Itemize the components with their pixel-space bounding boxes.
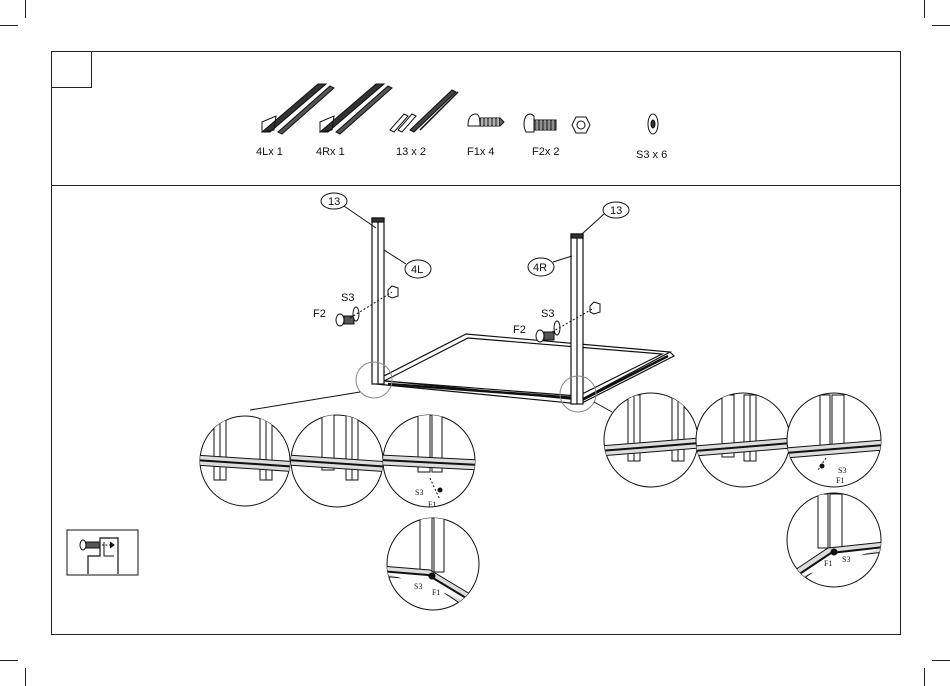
bolt-f2-icon bbox=[524, 114, 556, 132]
callout-4r: 4R bbox=[533, 262, 547, 274]
part-bracket-13 bbox=[390, 90, 458, 132]
detail-circle-8: F1 S3 bbox=[786, 493, 884, 587]
washer-s3-icon bbox=[648, 114, 658, 134]
screw-inset bbox=[67, 530, 138, 575]
detail-circle-3: S3 F1 bbox=[380, 410, 480, 509]
part-rail-4r bbox=[320, 84, 392, 134]
detail-circle-2 bbox=[287, 410, 392, 507]
callout-13-right: 13 bbox=[610, 205, 622, 217]
detail-circle-4: S3 F1 bbox=[380, 512, 480, 610]
nut-icon bbox=[572, 117, 590, 133]
callout-s3-left: S3 bbox=[341, 292, 354, 304]
detail-circle-5 bbox=[600, 393, 700, 487]
detail-circle-6 bbox=[694, 393, 792, 487]
detail-s3-c: S3 bbox=[838, 466, 846, 475]
detail-s3-b: S3 bbox=[414, 582, 422, 591]
detail-s3-a: S3 bbox=[415, 488, 423, 497]
detail-s3-d: S3 bbox=[842, 555, 850, 564]
detail-f1-d: F1 bbox=[824, 559, 832, 568]
callout-13-left: 13 bbox=[328, 196, 340, 208]
post-4r bbox=[571, 234, 583, 404]
detail-f1-c: F1 bbox=[836, 476, 844, 485]
callout-f2-right: F2 bbox=[513, 324, 526, 336]
screw-f1-icon bbox=[468, 114, 504, 126]
detail-f1-a: F1 bbox=[428, 500, 436, 509]
callout-f2-left: F2 bbox=[313, 308, 326, 320]
frame-base bbox=[376, 334, 674, 404]
detail-f1-b: F1 bbox=[432, 588, 440, 597]
detail-circle-1 bbox=[195, 410, 300, 506]
callout-s3-right: S3 bbox=[541, 308, 554, 320]
detail-circle-7: S3 F1 bbox=[786, 393, 884, 487]
callout-4l: 4L bbox=[411, 264, 423, 276]
part-rail-4l bbox=[262, 84, 334, 134]
